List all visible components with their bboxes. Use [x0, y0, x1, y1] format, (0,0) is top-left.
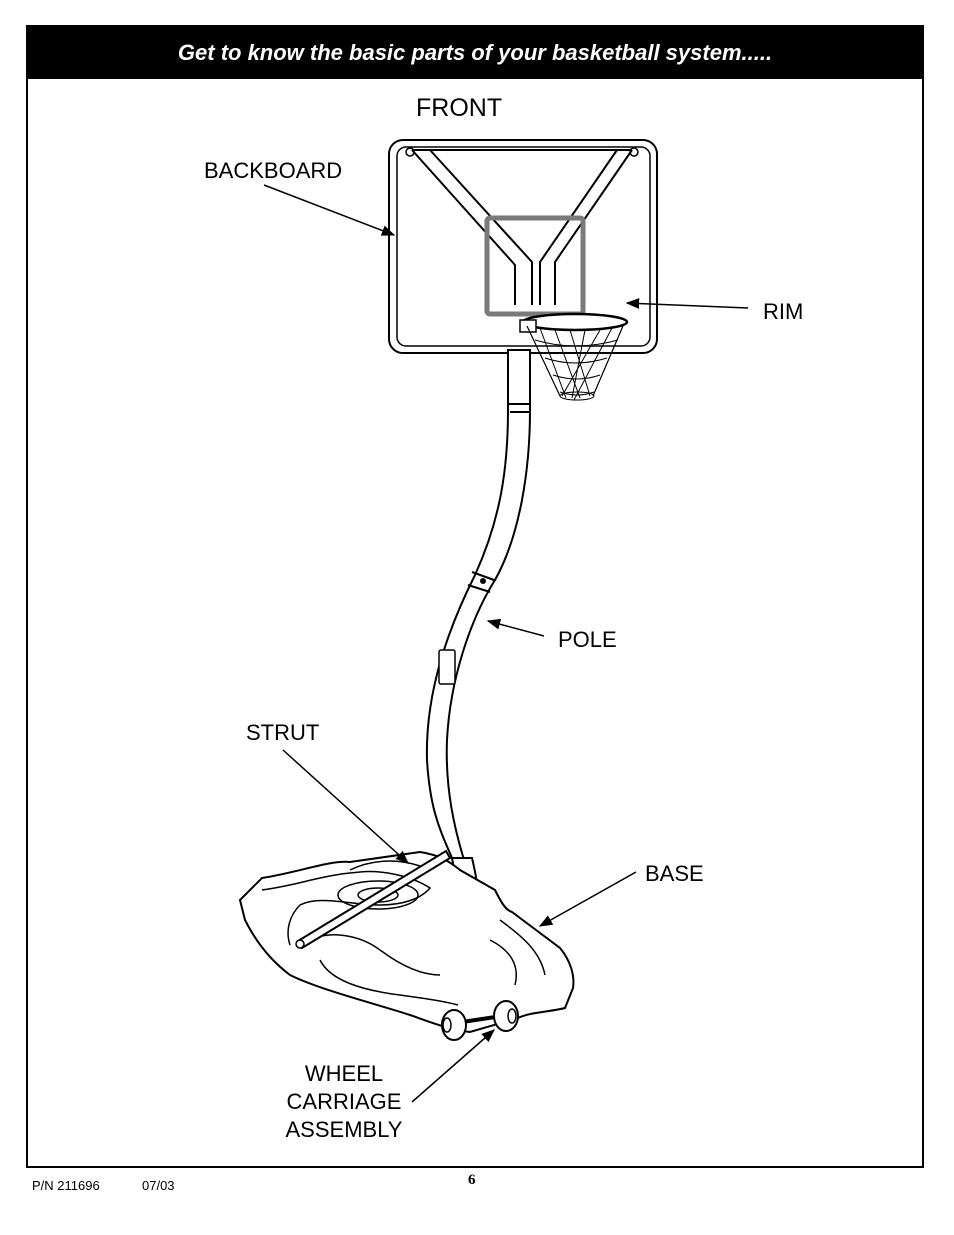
pole-label: POLE [558, 627, 617, 652]
pole-leader [486, 618, 545, 637]
base-label: BASE [645, 861, 704, 886]
rim-and-net-drawing [519, 312, 629, 401]
backboard-drawing [388, 139, 658, 354]
rim-label: RIM [763, 299, 804, 324]
front-label: FRONT [416, 94, 503, 122]
strut-leader [282, 749, 410, 864]
strut-drawing [295, 849, 452, 950]
wheel-carriage-drawing [441, 1000, 519, 1041]
wheel-carriage-assembly-label: WHEEL CARRIAGE ASSEMBLY [280, 1060, 408, 1144]
part-number: P/N 211696 [32, 1178, 100, 1193]
base-drawing [238, 850, 575, 1034]
wheel-carriage-leader [411, 1029, 496, 1103]
page-number: 6 [468, 1172, 476, 1188]
leader-lines [263, 184, 749, 1103]
base-leader [538, 871, 637, 927]
assembly-label-line: ASSEMBLY [285, 1117, 403, 1142]
page-frame: Get to know the basic parts of your bask… [26, 25, 924, 1168]
carriage-label-line: CARRIAGE [286, 1089, 402, 1114]
wheel-label-line: WHEEL [304, 1061, 384, 1086]
backboard-label: BACKBOARD [204, 158, 343, 183]
strut-label: STRUT [246, 720, 320, 745]
section-header: Get to know the basic parts of your bask… [28, 27, 922, 79]
rim-leader [625, 298, 749, 309]
revision-date: 07/03 [142, 1178, 175, 1193]
backboard-leader [263, 184, 396, 236]
